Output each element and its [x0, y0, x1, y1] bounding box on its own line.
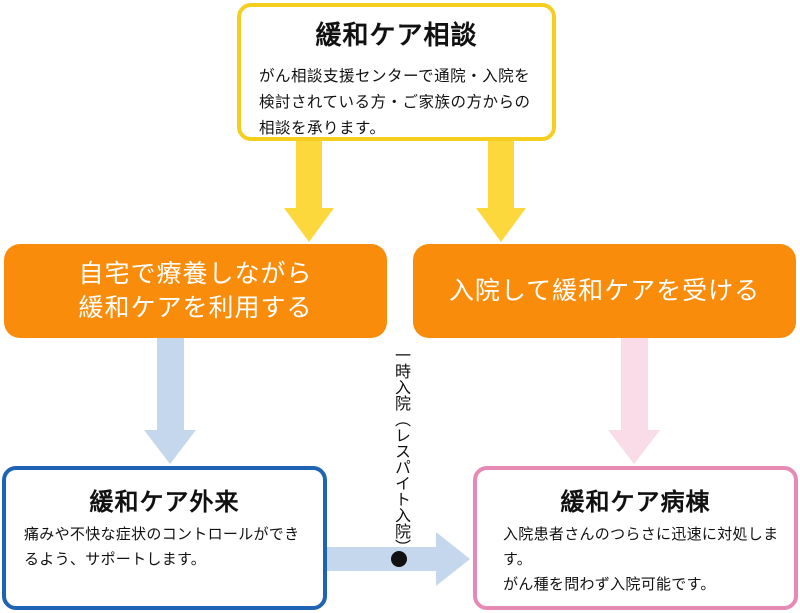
ward-description: 入院患者さんのつらさに迅速に対処します。 がん種を問わず入院可能です。 — [503, 522, 784, 597]
inpatient-box: 入院して緩和ケアを受ける — [413, 244, 796, 338]
consultation-description: がん相談支援センターで通院・入院を検討されている方・ご家族の方からの相談を承りま… — [259, 67, 531, 137]
consultation-title: 緩和ケア相談 — [315, 21, 478, 51]
arrow-top-to-home — [284, 141, 334, 242]
consultation-box: 緩和ケア相談 がん相談支援センターで通院・入院を検討されている方・ご家族の方から… — [237, 3, 556, 141]
outpatient-box: 緩和ケア外来 痛みや不快な症状のコントロールができるよう、サポートします。 — [2, 466, 327, 610]
arrow-inpatient-to-ward — [608, 338, 660, 464]
arrow-home-to-outpatient — [144, 338, 196, 464]
home-care-line2: 緩和ケアを利用する — [78, 293, 313, 322]
inpatient-label: 入院して緩和ケアを受ける — [448, 276, 761, 305]
ward-box: 緩和ケア病棟 入院患者さんのつらさに迅速に対処します。 がん種を問わず入院可能で… — [473, 466, 798, 610]
ward-description-line2: がん種を問わず入院可能です。 — [503, 575, 716, 593]
ward-description-line1: 入院患者さんのつらさに迅速に対処します。 — [503, 525, 779, 568]
respite-dot — [391, 551, 407, 567]
home-care-box: 自宅で療養しながら 緩和ケアを利用する — [4, 244, 387, 338]
respite-admission-label: 一時入院（レスパイト入院） — [386, 347, 416, 555]
outpatient-description: 痛みや不快な症状のコントロールができるよう、サポートします。 — [24, 525, 300, 568]
arrow-top-to-inpatient — [476, 141, 526, 242]
home-care-line1: 自宅で療養しながら — [78, 259, 313, 288]
outpatient-title: 緩和ケア外来 — [89, 488, 240, 516]
ward-title: 緩和ケア病棟 — [560, 488, 711, 516]
